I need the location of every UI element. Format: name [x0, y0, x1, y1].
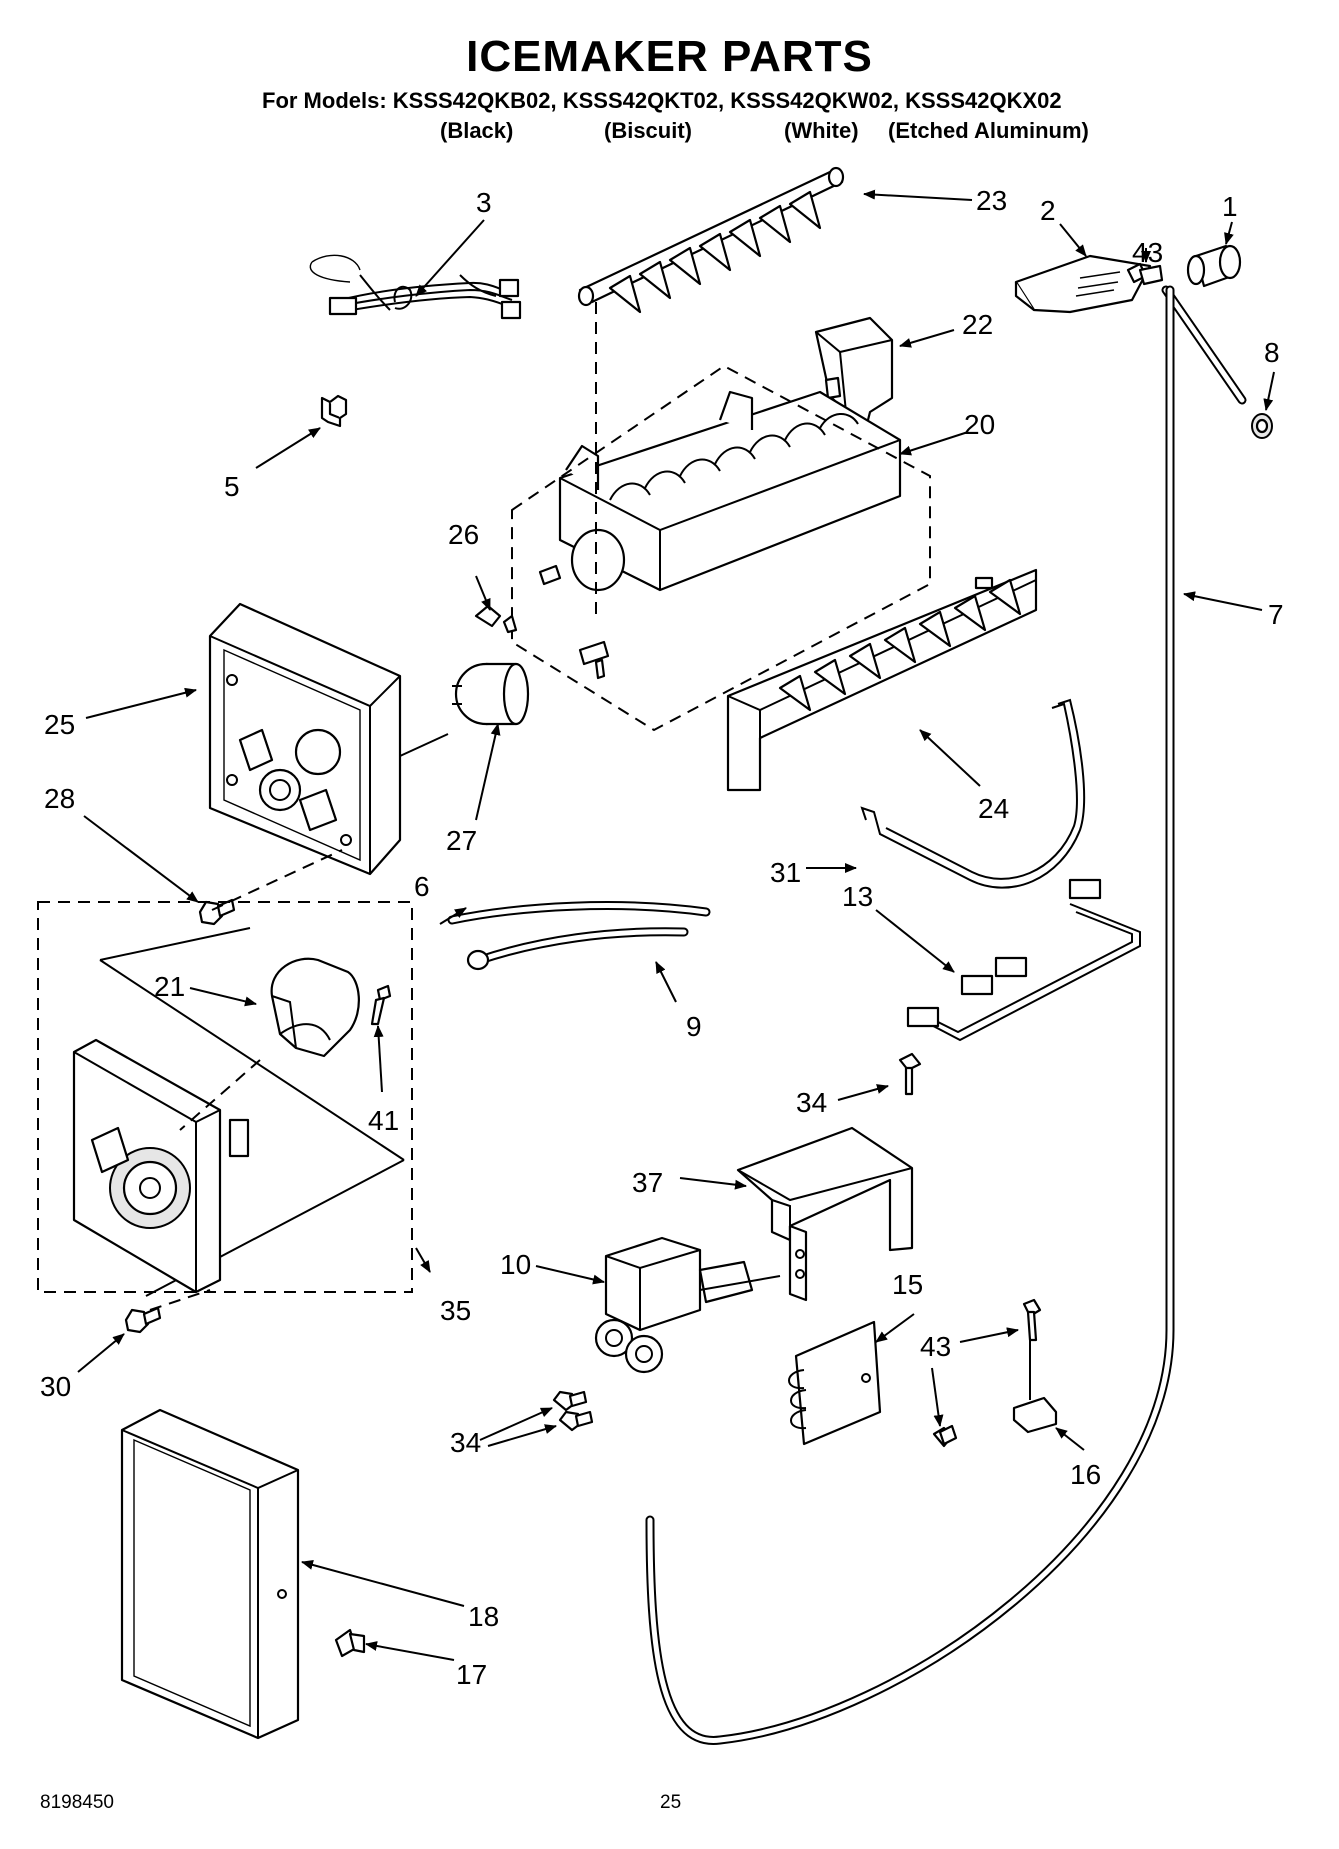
page-number: 25 [660, 1792, 682, 1813]
callout-2: 2 [1040, 195, 1056, 226]
part-41-screw [370, 984, 392, 1026]
callout-25: 25 [44, 709, 75, 740]
part-15-clamp [788, 1320, 882, 1446]
part-26-clip [474, 604, 518, 634]
callout-7: 7 [1268, 599, 1284, 630]
part-28-screw [198, 898, 236, 926]
part-31-shutoff-arm [860, 698, 1086, 889]
part-27-motor [452, 662, 530, 726]
callout-16: 16 [1070, 1459, 1101, 1490]
part-43-screw-top [1126, 262, 1164, 286]
part-17-plug [334, 1628, 366, 1658]
callout-1: 1 [1222, 191, 1238, 222]
document-number: 8198450 [40, 1792, 114, 1813]
part-20-ice-mold [511, 364, 931, 732]
callout-8: 8 [1264, 337, 1280, 368]
part-7-fill-tube [645, 285, 1247, 1745]
callout-6: 6 [414, 871, 430, 902]
part-24-stripper [726, 568, 1038, 792]
callout-34-top: 34 [796, 1087, 827, 1118]
module-alignment-line [179, 1059, 261, 1131]
callout-arrows [77, 189, 1275, 1661]
part-16-clip [1012, 1340, 1058, 1434]
callout-23: 23 [976, 185, 1007, 216]
part-21-motor-module [270, 957, 360, 1058]
callout-43-top: 43 [1132, 237, 1163, 268]
callout-41: 41 [368, 1105, 399, 1136]
part-43-screws-bottom [932, 1298, 1042, 1448]
part-35-module-assembly [37, 901, 413, 1297]
callout-30: 30 [40, 1371, 71, 1402]
part-5-clip [320, 394, 348, 428]
part-6-tube [447, 901, 711, 925]
color-label-black: (Black) [440, 118, 514, 143]
part-1-fitting [1186, 244, 1242, 288]
callout-3: 3 [476, 187, 492, 218]
callout-34-bottom: 34 [450, 1427, 481, 1458]
callout-24: 24 [978, 793, 1009, 824]
callout-27: 27 [446, 825, 477, 856]
part-10-water-valve [594, 1236, 781, 1374]
callout-5: 5 [224, 471, 240, 502]
callout-28: 28 [44, 783, 75, 814]
callout-15: 15 [892, 1269, 923, 1300]
color-label-etched-aluminum: (Etched Aluminum) [888, 118, 1089, 143]
callout-26: 26 [448, 519, 479, 550]
callout-17: 17 [456, 1659, 487, 1690]
callout-35: 35 [440, 1295, 471, 1326]
part-25-housing [208, 602, 449, 876]
part-30-screw [124, 1306, 162, 1334]
part-9-tube [466, 927, 689, 971]
part-3-wire-harness [309, 254, 522, 320]
part-34-screws-bottom [552, 1390, 594, 1432]
part-2-bracket [1014, 254, 1152, 314]
color-label-white: (White) [784, 118, 859, 143]
part-18-cover [120, 1408, 300, 1740]
part-37-bracket [736, 1126, 914, 1302]
part-8-nut [1251, 413, 1273, 439]
part-13-harness [906, 878, 1141, 1042]
screw-alignment-line [211, 849, 343, 911]
page-title: ICEMAKER PARTS [466, 32, 873, 81]
model-list: For Models: KSSS42QKB02, KSSS42QKT02, KS… [262, 88, 1062, 113]
callout-20: 20 [964, 409, 995, 440]
callout-9: 9 [686, 1011, 702, 1042]
callout-10: 10 [500, 1249, 531, 1280]
callout-21: 21 [154, 971, 185, 1002]
part-34-screw-top [898, 1052, 922, 1096]
callout-43-bottom: 43 [920, 1331, 951, 1362]
part-23-ejector [577, 166, 845, 314]
callout-18: 18 [468, 1601, 499, 1632]
callout-37: 37 [632, 1167, 663, 1198]
screw-alignment-line-bottom [149, 1289, 211, 1311]
callout-22: 22 [962, 309, 993, 340]
callout-13: 13 [842, 881, 873, 912]
callout-31: 31 [770, 857, 801, 888]
color-label-biscuit: (Biscuit) [604, 118, 692, 143]
